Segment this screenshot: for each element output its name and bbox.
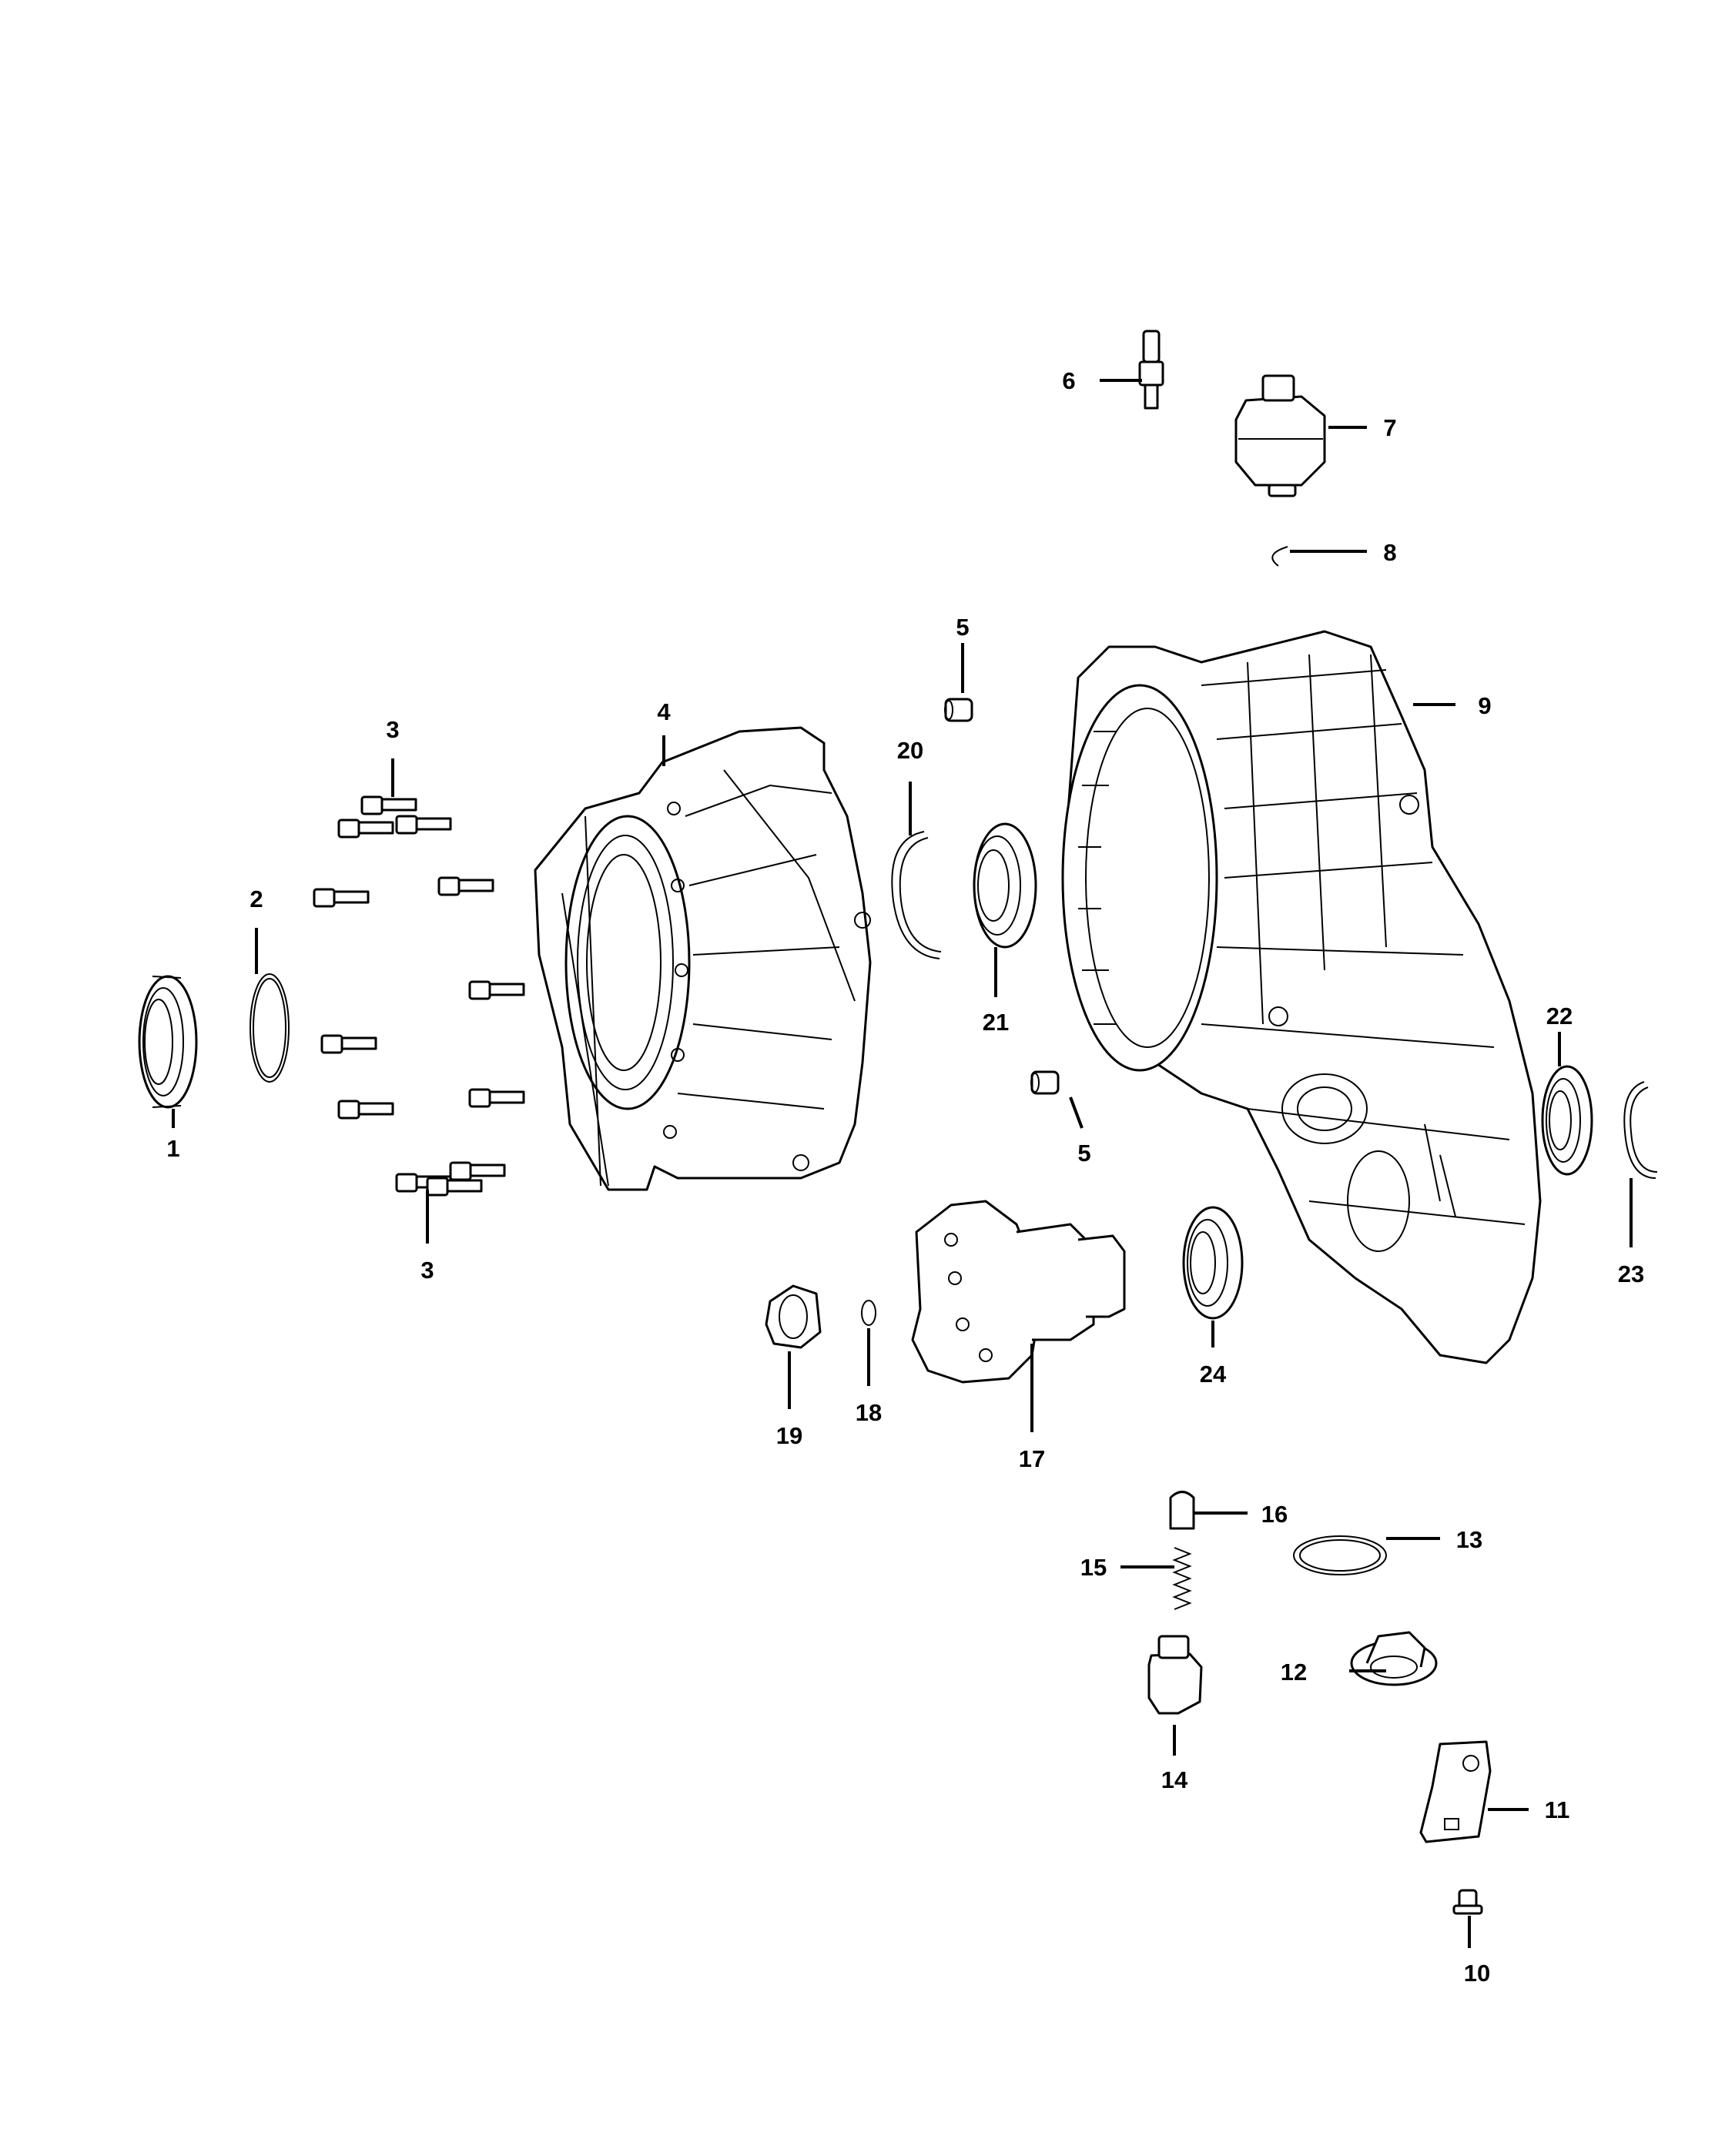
callout-13: 13 xyxy=(1456,1526,1482,1553)
callout-6: 6 xyxy=(1062,367,1075,394)
part-24-seal-drawing xyxy=(1182,1206,1244,1320)
callout-16: 16 xyxy=(1261,1501,1288,1528)
callout-8: 8 xyxy=(1383,539,1396,566)
part-3-bolts-drawing xyxy=(313,795,525,1197)
callout-22: 22 xyxy=(1546,1003,1573,1029)
callout-5-lower: 5 xyxy=(1077,1140,1090,1167)
callout-20: 20 xyxy=(897,737,923,764)
part-4-front-case-drawing xyxy=(534,726,872,1191)
callout-10: 10 xyxy=(1464,1960,1490,1987)
callout-2: 2 xyxy=(250,886,263,912)
part-5-dowel-lower-drawing xyxy=(1030,1070,1060,1095)
part-2-o-ring-drawing xyxy=(250,973,290,1083)
callout-15: 15 xyxy=(1080,1554,1107,1581)
part-16-plunger-drawing xyxy=(1169,1491,1195,1530)
part-15-spring-drawing xyxy=(1172,1547,1192,1610)
callout-labels: 1 2 3 3 4 5 5 6 7 8 9 10 11 12 13 14 15 … xyxy=(166,367,1644,1987)
callout-14: 14 xyxy=(1161,1766,1188,1793)
part-20-snap-ring-drawing xyxy=(891,831,942,959)
callout-4: 4 xyxy=(657,698,671,725)
leader-lines xyxy=(172,379,1633,1948)
callout-5-upper: 5 xyxy=(956,614,969,641)
part-12-plug-drawing xyxy=(1350,1631,1438,1686)
part-17-shield-drawing xyxy=(911,1200,1126,1384)
part-18-small-ring-drawing xyxy=(861,1300,876,1326)
part-11-bracket-drawing xyxy=(1419,1740,1492,1843)
callout-18: 18 xyxy=(856,1399,882,1426)
part-8-clip-drawing xyxy=(1271,546,1288,567)
callout-3-upper: 3 xyxy=(386,716,399,743)
callout-9: 9 xyxy=(1478,692,1491,719)
part-19-flange-nut-drawing xyxy=(765,1284,822,1349)
callout-1: 1 xyxy=(166,1135,179,1162)
callout-3-lower: 3 xyxy=(420,1257,434,1284)
callout-21: 21 xyxy=(983,1009,1009,1036)
callout-11: 11 xyxy=(1545,1796,1570,1823)
part-21-bearing-drawing xyxy=(973,822,1037,949)
part-14-nut-drawing xyxy=(1147,1635,1203,1715)
part-7-switch-drawing xyxy=(1234,374,1326,497)
part-22-bearing-drawing xyxy=(1541,1065,1593,1176)
callout-7: 7 xyxy=(1383,414,1396,441)
part-5-dowel-upper-drawing xyxy=(944,698,973,722)
callout-24: 24 xyxy=(1200,1361,1227,1388)
callout-19: 19 xyxy=(776,1422,802,1449)
part-10-bolt-drawing xyxy=(1452,1889,1483,1915)
part-23-snap-ring-drawing xyxy=(1623,1081,1658,1179)
part-6-sensor-pin-drawing xyxy=(1138,330,1164,410)
part-9-rear-case-drawing xyxy=(1061,630,1542,1364)
callout-17: 17 xyxy=(1019,1445,1045,1472)
part-1-seal-drawing xyxy=(138,975,198,1109)
part-13-washer-drawing xyxy=(1293,1535,1387,1575)
callout-23: 23 xyxy=(1618,1260,1644,1287)
callout-12: 12 xyxy=(1281,1659,1307,1686)
